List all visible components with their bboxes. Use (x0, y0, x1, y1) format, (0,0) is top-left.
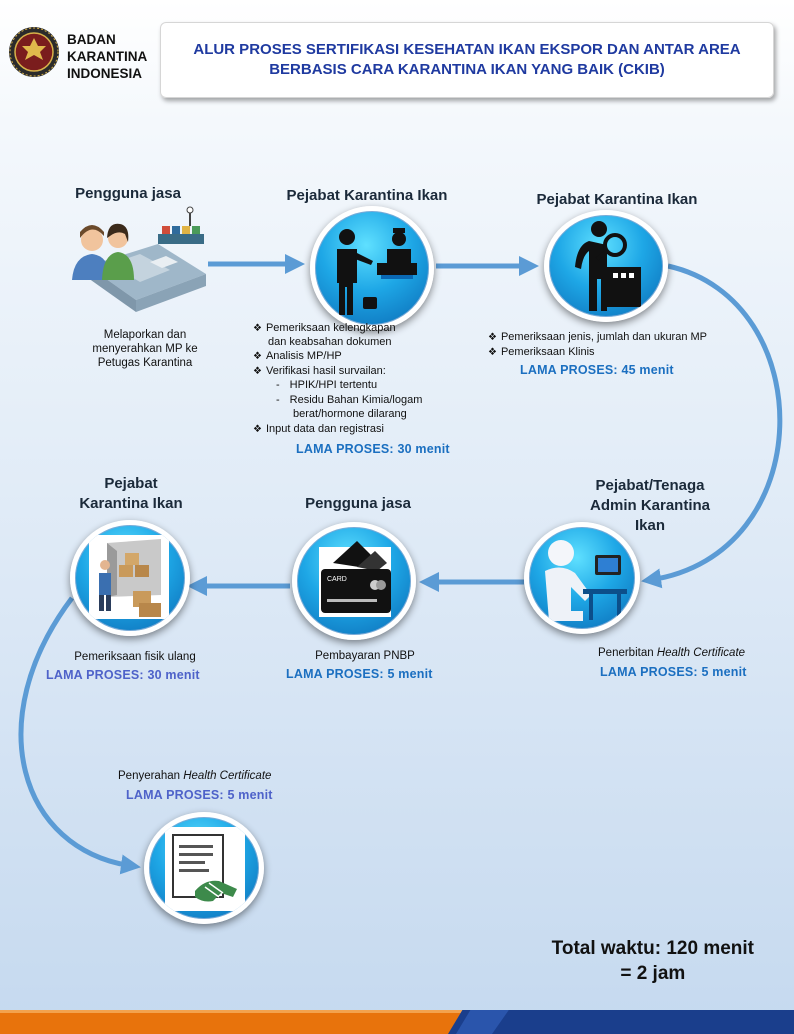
total-duration: Total waktu: 120 menit = 2 jam (552, 936, 754, 986)
step3-duration: LAMA PROSES: 45 menit (520, 363, 674, 377)
step4-role-line-1: Pejabat/Tenaga (595, 477, 705, 494)
step2-bullet-1-text: Pemeriksaan kelengkapan (265, 322, 396, 334)
step1-desc-line-1: Melaporkan dan (103, 329, 187, 341)
step2-sub-1: -HPIK/HPI tertentu (276, 379, 378, 391)
org-line-2: KARANTINA (67, 49, 148, 64)
step4-role: Pejabat/Tenaga Admin Karantina Ikan (560, 476, 740, 536)
step4-role-line-2: Admin Karantina (589, 497, 710, 514)
title-line-2: BERBASIS CARA KARANTINA IKAN YANG BAIK (… (269, 61, 665, 78)
payment-card-icon: CARD (292, 522, 416, 640)
step4-role-line-3: Ikan (634, 517, 665, 534)
step2-role: Pejabat Karantina Ikan (286, 187, 448, 204)
page-title: ALUR PROSES SERTIFIKASI KESEHATAN IKAN E… (167, 40, 767, 80)
step6-role-line-2: Karantina Ikan (79, 495, 183, 512)
step3-bullet-2-text: Pemeriksaan Klinis (500, 346, 595, 358)
title-line-1: ALUR PROSES SERTIFIKASI KESEHATAN IKAN E… (193, 41, 741, 58)
step2-bullet-4-text: Input data dan registrasi (265, 423, 384, 435)
step1-role: Pengguna jasa (75, 185, 181, 202)
arrow-step3-to-step4 (641, 263, 783, 589)
karantina-logo (8, 26, 60, 78)
org-line-3: INDONESIA (67, 66, 143, 81)
step6-description: Pemeriksaan fisik ulang (74, 651, 196, 663)
step7-desc-italic: Health Certificate (183, 770, 272, 782)
truck-boxes-icon (70, 520, 190, 636)
step2-bullet-3: ❖Verifikasi hasil survailan: (253, 365, 386, 377)
magnifier-inspector-icon (544, 210, 668, 322)
title-banner: ALUR PROSES SERTIFIKASI KESEHATAN IKAN E… (160, 22, 774, 98)
step2-bullet-4: ❖Input data dan registrasi (253, 423, 384, 435)
step3-bullet-1-text: Pemeriksaan jenis, jumlah dan ukuran MP (500, 331, 708, 343)
step2-sub-2-cont: berat/hormone dilarang (293, 408, 407, 420)
footer-stripe (0, 1010, 794, 1034)
handshake-document-icon (144, 812, 264, 924)
step2-sub-2-text: Residu Bahan Kimia/logam (289, 394, 423, 406)
step6-role-line-1: Pejabat (104, 475, 158, 492)
step2-duration: LAMA PROSES: 30 menit (296, 442, 450, 456)
step7-description: Penyerahan Health Certificate (118, 769, 318, 783)
step5-description: Pembayaran PNBP (315, 650, 415, 662)
total-line-1: Total waktu: 120 menit (551, 938, 754, 959)
step4-desc-italic: Health Certificate (656, 647, 746, 659)
step2-bullet-1-cont: dan keabsahan dokumen (268, 336, 392, 348)
step1-desc-line-2: menyerahkan MP ke (92, 343, 198, 355)
step3-role: Pejabat Karantina Ikan (536, 191, 698, 208)
admin-computer-icon (524, 522, 640, 634)
step4-duration: LAMA PROSES: 5 menit (600, 665, 747, 679)
step7-duration: LAMA PROSES: 5 menit (126, 788, 273, 802)
step5-role: Pengguna jasa (305, 495, 411, 512)
card-label: CARD (327, 576, 347, 583)
step4-description: Penerbitan Health Certificate (598, 646, 768, 660)
step6-role: Pejabat Karantina Ikan (66, 474, 196, 514)
step2-bullet-3-text: Verifikasi hasil survailan: (265, 365, 386, 377)
step3-bullet-2: ❖Pemeriksaan Klinis (488, 346, 595, 358)
people-port-icon (70, 204, 210, 322)
step1-desc-line-3: Petugas Karantina (97, 357, 193, 369)
step2-bullet-1: ❖Pemeriksaan kelengkapan (253, 322, 396, 334)
inspection-desk-icon (310, 206, 434, 330)
step1-description: Melaporkan dan menyerahkan MP ke Petugas… (70, 328, 220, 370)
step3-bullet-1: ❖Pemeriksaan jenis, jumlah dan ukuran MP (488, 331, 708, 343)
arrow-step6-to-step7 (18, 596, 141, 875)
step4-desc-prefix: Penerbitan (598, 647, 657, 659)
step2-sub-2: -Residu Bahan Kimia/logam (276, 394, 423, 406)
step2-sub-1-text: HPIK/HPI tertentu (289, 379, 378, 391)
org-line-1: BADAN (67, 32, 116, 47)
step7-desc-prefix: Penyerahan (118, 770, 184, 782)
step5-duration: LAMA PROSES: 5 menit (286, 667, 433, 681)
step2-bullet-2: ❖Analisis MP/HP (253, 350, 342, 362)
step6-duration: LAMA PROSES: 30 menit (46, 668, 200, 682)
total-line-2: = 2 jam (620, 963, 686, 984)
step2-bullet-2-text: Analisis MP/HP (265, 350, 342, 362)
organization-name: BADAN KARANTINA INDONESIA (67, 31, 147, 82)
